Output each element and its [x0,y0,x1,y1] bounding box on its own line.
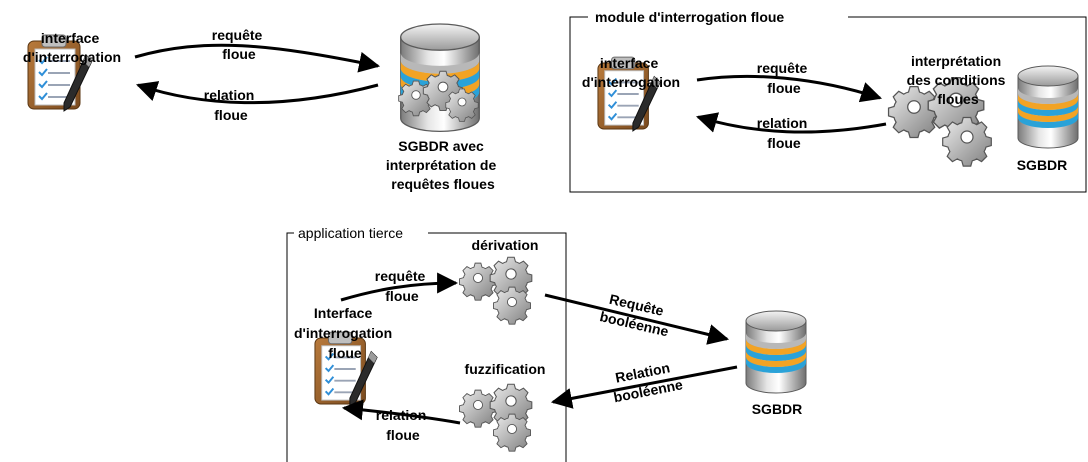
interpreter-label: interprétation des conditions floues [907,53,1010,107]
response-arrow [695,112,887,134]
dbms-label: SGBDR [752,401,803,417]
fuzzification-gears [459,383,533,452]
derivation-gears [459,256,533,325]
gear-icon [493,413,531,452]
scenario-c: application tierce Interface d'interroga… [286,224,807,462]
interface-clipboard-icon [313,331,379,407]
interface-label: interface d'interrogation [23,30,121,65]
derivation-label: dérivation [472,237,539,253]
request-label: requête floue [375,268,429,304]
fuzzification-label: fuzzification [465,361,546,377]
gear-icon [493,286,531,325]
frame-title-background [294,224,428,242]
scenario-b: module d'interrogation floue interface d… [569,8,1087,193]
gear-icon [445,88,479,122]
request-arrow [340,272,459,302]
boolean-relation-arrow [550,365,738,409]
gear-icon [942,116,992,167]
response-arrow [341,399,461,425]
request-label: requête floue [212,27,266,62]
frame-title: application tierce [298,225,403,241]
request-arrow [696,74,882,103]
request-arrow [134,43,381,73]
interface-clipboard-icon [27,34,93,112]
frame-title: module d'interrogation floue [595,9,784,25]
boolean-request-label: Requête booléenne [598,290,674,340]
boolean-request-arrow [544,293,730,345]
scenario-a: interface d'interrogation requête floue … [23,23,500,192]
interface-label: Interface d'interrogation floue [294,305,396,361]
boolean-relation-label: Relation booléenne [609,358,685,406]
database-icon [1017,65,1079,149]
interface-label: interface d'interrogation [582,55,680,90]
fuzzy-dbms [398,23,481,133]
response-label: relation floue [204,87,258,123]
dbms-label: SGBDR avec interprétation de requêtes fl… [386,138,500,192]
response-label: relation floue [376,407,430,443]
database-icon [745,310,807,394]
response-arrow [136,81,379,105]
dbms-label: SGBDR [1017,157,1068,173]
response-label: relation floue [757,115,811,151]
gear-icon [887,85,941,139]
request-label: requête floue [757,60,811,96]
frame-title-background [588,8,848,26]
